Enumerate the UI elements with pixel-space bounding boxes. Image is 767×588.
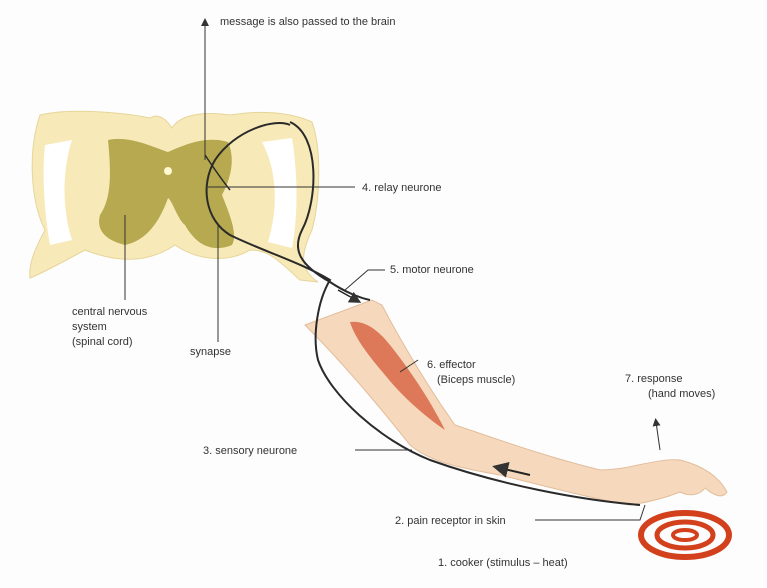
label-response-1: 7. response bbox=[625, 373, 682, 385]
response-arrow bbox=[652, 418, 661, 451]
spinal-cord bbox=[29, 110, 320, 283]
label-cns-1: central nervous bbox=[72, 306, 148, 318]
central-canal bbox=[164, 167, 172, 175]
label-effector-1: 6. effector bbox=[427, 359, 476, 371]
white-matter-gap-right bbox=[262, 138, 297, 248]
biceps-muscle bbox=[350, 321, 445, 430]
receptor-leader bbox=[535, 504, 646, 521]
motor-leader bbox=[344, 269, 385, 291]
label-cns-2: system bbox=[72, 321, 107, 333]
label-response-2: (hand moves) bbox=[648, 388, 715, 400]
cooker-coil bbox=[638, 510, 732, 560]
white-matter-gap-left bbox=[43, 140, 72, 245]
label-sensory-neurone: 3. sensory neurone bbox=[203, 445, 297, 457]
sensory-neurone bbox=[205, 122, 641, 506]
effector-leader bbox=[399, 359, 419, 373]
label-cns-3: (spinal cord) bbox=[72, 336, 133, 348]
arrow-motor-direction bbox=[337, 289, 362, 303]
label-synapse: synapse bbox=[190, 346, 231, 358]
label-cooker: 1. cooker (stimulus – heat) bbox=[438, 557, 568, 569]
motor-neurone bbox=[289, 121, 371, 301]
arm bbox=[304, 299, 728, 506]
label-brain: message is also passed to the brain bbox=[220, 16, 396, 28]
label-effector-2: (Biceps muscle) bbox=[437, 374, 515, 386]
grey-matter bbox=[99, 138, 235, 249]
label-motor-neurone: 5. motor neurone bbox=[390, 264, 474, 276]
label-pain-receptor: 2. pain receptor in skin bbox=[395, 515, 506, 527]
arrow-sensory-direction bbox=[492, 462, 531, 478]
label-relay-neurone: 4. relay neurone bbox=[362, 182, 442, 194]
arm-skin bbox=[304, 299, 728, 506]
